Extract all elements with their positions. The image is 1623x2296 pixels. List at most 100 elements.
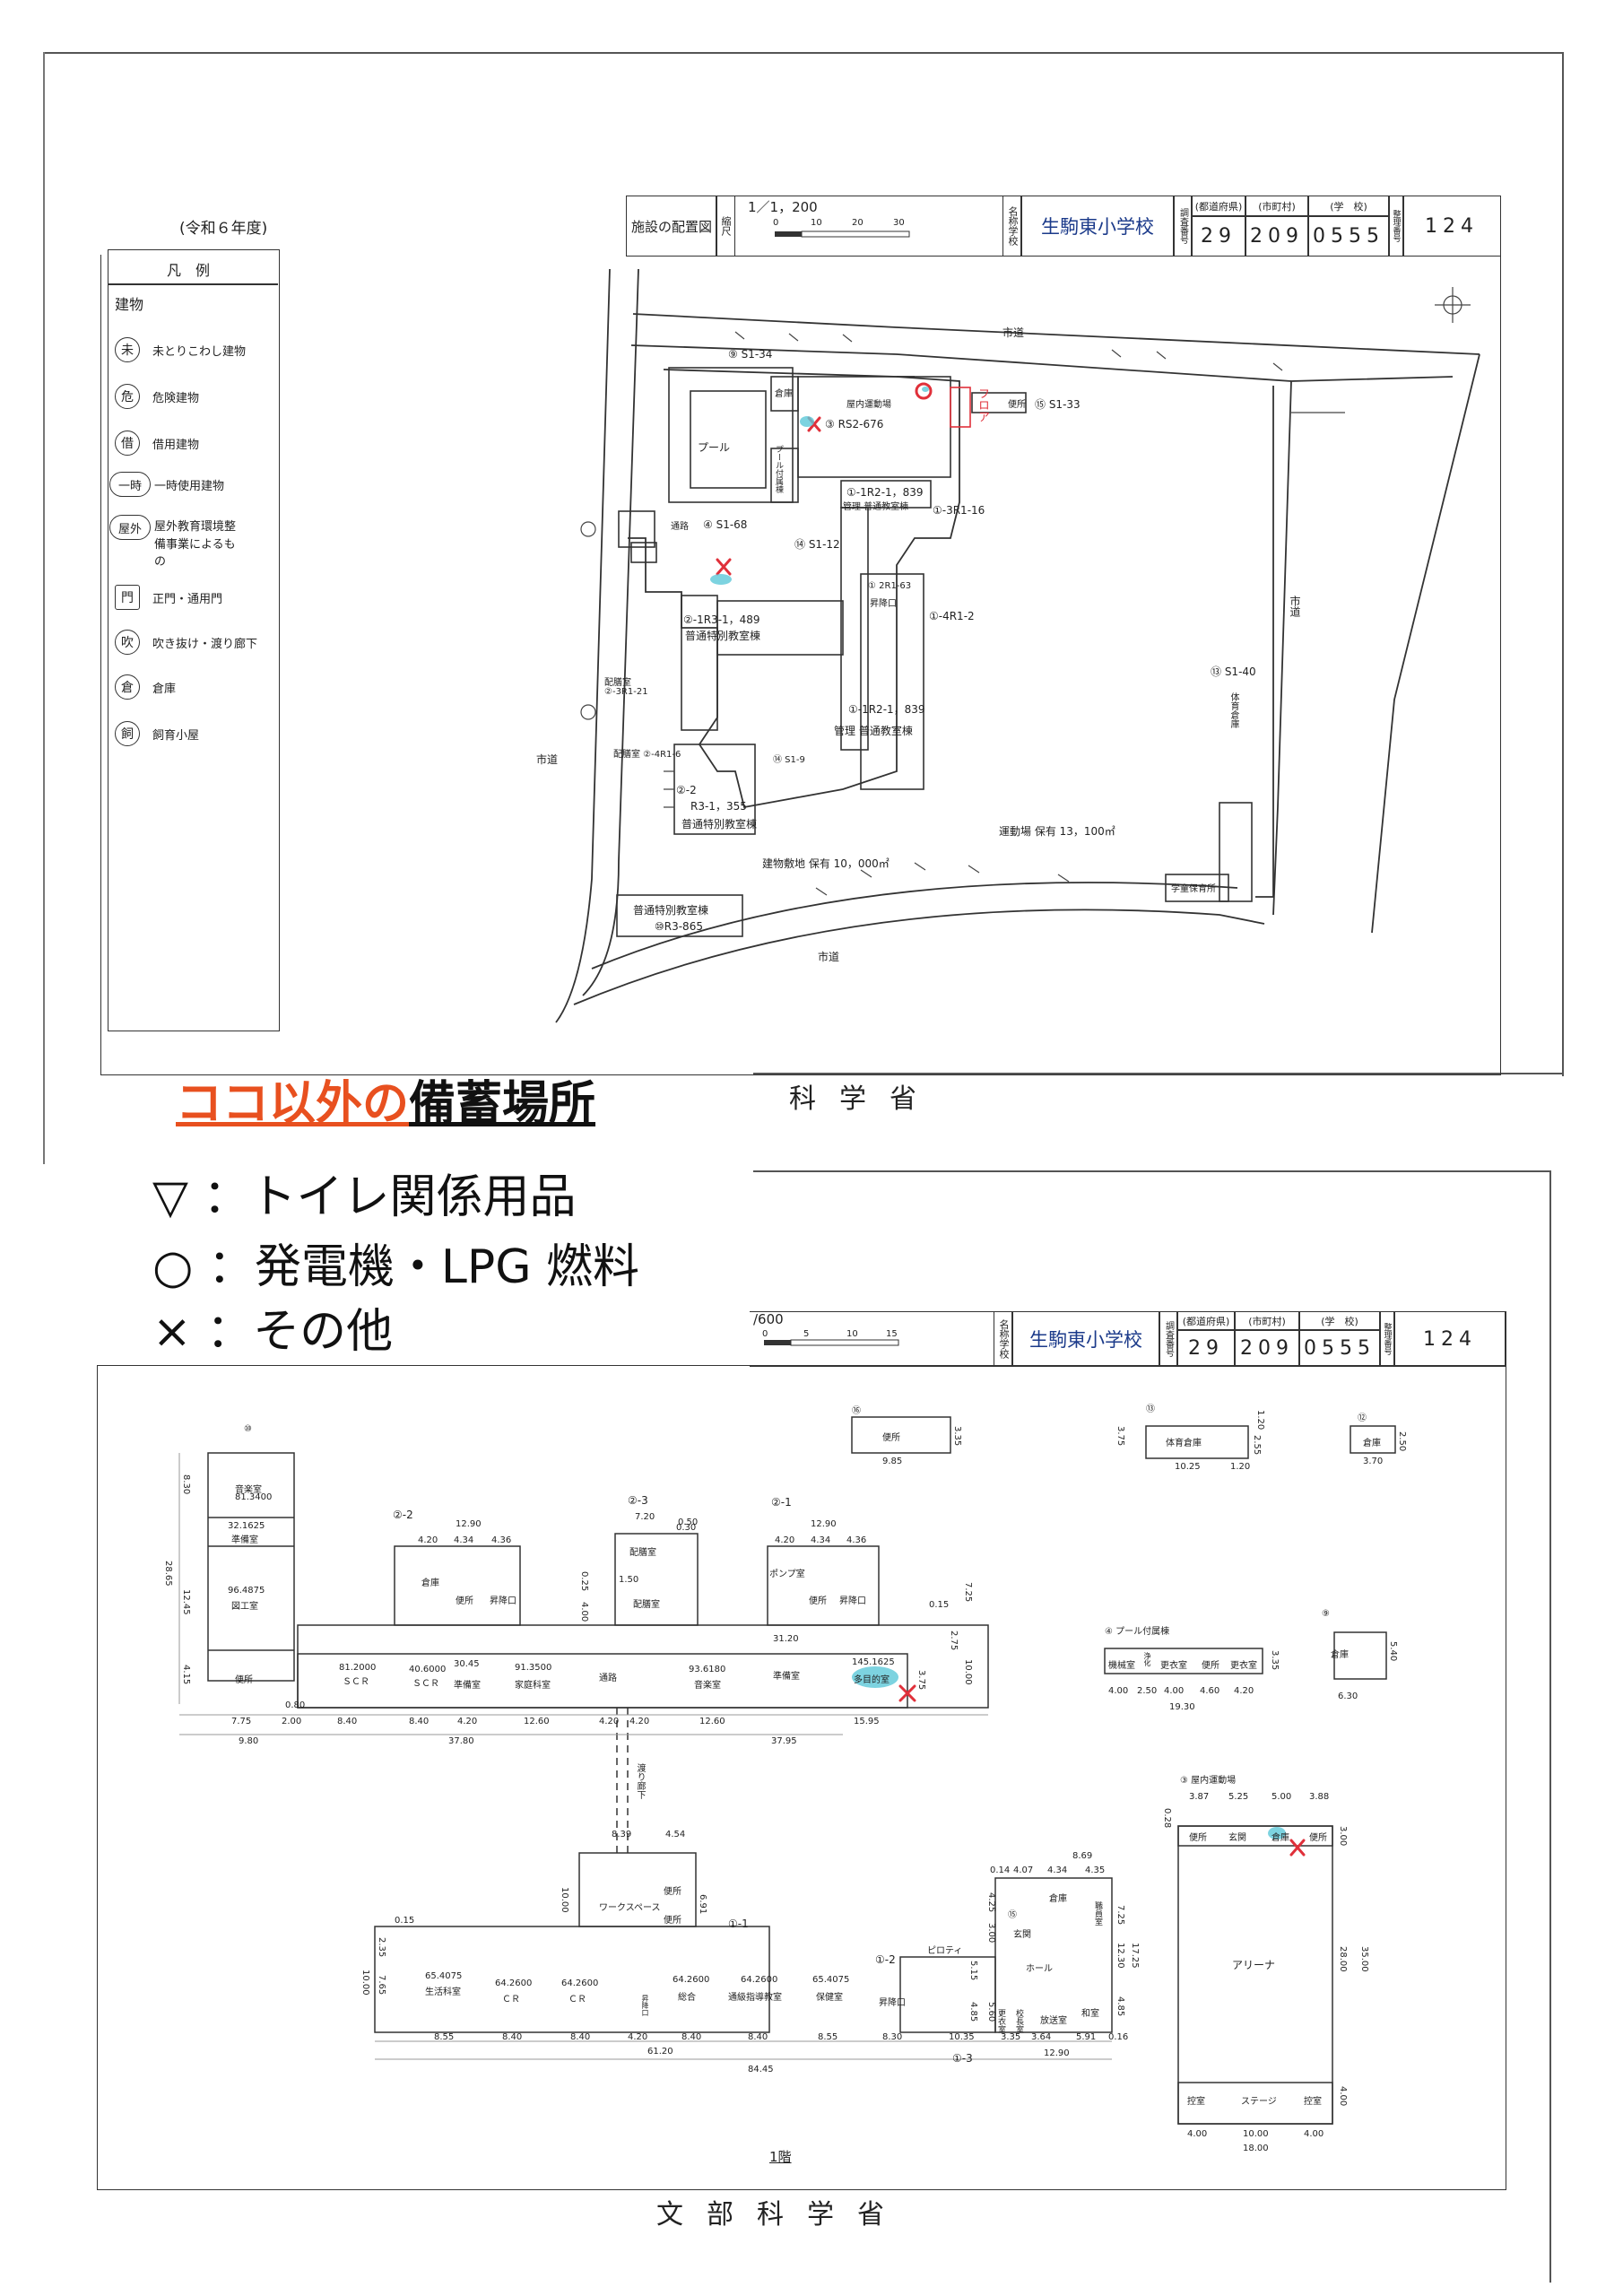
building-code: ⑯ bbox=[852, 1406, 861, 1416]
building-code: ①-4R1-2 bbox=[929, 610, 975, 622]
room-label: ＳＣＲ bbox=[412, 1679, 439, 1689]
childcare-label: 学童保育所 bbox=[1171, 884, 1216, 894]
room-area: 96.4875 bbox=[228, 1586, 265, 1596]
city-code: 209 bbox=[1234, 1329, 1300, 1367]
room-label: 通級指導教室 bbox=[728, 1993, 782, 2003]
scale-tick: 5 bbox=[803, 1329, 810, 1339]
dimension-total: 19.30 bbox=[1169, 1702, 1195, 1712]
dimension: 7.20 bbox=[635, 1512, 655, 1522]
dimension: 12.90 bbox=[456, 1519, 482, 1529]
school-header: (学 校) bbox=[1298, 1311, 1381, 1331]
room-area: 81.2000 bbox=[339, 1663, 377, 1673]
dimension-total: 84.45 bbox=[748, 2065, 774, 2074]
building-code: ⑬ S1-40 bbox=[1211, 665, 1256, 678]
room-label: 昇降口 bbox=[641, 1995, 649, 2016]
arena-label: アリーナ bbox=[1232, 1959, 1276, 1971]
dimension: 0.15 bbox=[929, 1600, 950, 1610]
building-code: ②-1 bbox=[771, 1496, 792, 1509]
room-area: 65.4075 bbox=[812, 1975, 850, 1985]
legend-section: 建物 bbox=[115, 296, 144, 313]
room-area: 64.2600 bbox=[495, 1979, 533, 1988]
building-code: ⑮ bbox=[1008, 1910, 1017, 1920]
dimension: 3.35 bbox=[1001, 2032, 1021, 2042]
dimension: 3.35 bbox=[952, 1426, 962, 1447]
dimension: 10.00 bbox=[1243, 2129, 1269, 2139]
dimension: 0.50 bbox=[678, 1518, 699, 1527]
dimension: 0.16 bbox=[1108, 2032, 1129, 2042]
room-label: 通路 bbox=[599, 1674, 617, 1683]
building-code: ②-3 bbox=[628, 1494, 648, 1507]
dimension-total: 37.95 bbox=[771, 1736, 797, 1746]
building-code: ④ プール付属棟 bbox=[1105, 1627, 1170, 1637]
title-colored: ココ以外の bbox=[176, 1077, 410, 1131]
dimension: 4.20 bbox=[418, 1535, 438, 1545]
room-area: 93.6180 bbox=[689, 1665, 726, 1674]
legend-symbol: 吹 bbox=[115, 630, 140, 655]
dimension: 0.30 bbox=[676, 1523, 697, 1533]
city-header: (市町村) bbox=[1245, 196, 1309, 217]
codes-label: 調査番号 bbox=[1159, 1311, 1178, 1367]
building-code: ④ S1-68 bbox=[703, 518, 748, 531]
room-label: 総合 bbox=[678, 1993, 696, 2003]
dimension: 4.00 bbox=[1108, 1686, 1129, 1696]
passage-label: 通路 bbox=[671, 522, 689, 532]
dimension: 7.65 bbox=[377, 1975, 386, 1996]
legend-item: 危危険建物 bbox=[115, 384, 199, 409]
corridor-label: 渡り廊下 bbox=[635, 1763, 645, 1799]
room-label: 生活科室 bbox=[425, 1987, 461, 1997]
room-label: 便所 bbox=[1309, 1833, 1327, 1843]
page-label: 整理番号 bbox=[1388, 196, 1404, 257]
room-area: 32.1625 bbox=[228, 1521, 265, 1531]
school-header: (学 校) bbox=[1307, 196, 1390, 217]
dimension: 3.88 bbox=[1309, 1792, 1330, 1802]
dimension: 12.60 bbox=[699, 1717, 725, 1726]
dimension: 4.34 bbox=[454, 1535, 474, 1545]
legend-text: 一時使用建物 bbox=[154, 480, 225, 493]
note-generator: ○ ：発電機・LPG 燃料 bbox=[152, 1240, 640, 1294]
legend-title: 凡 例 bbox=[167, 262, 211, 279]
building-code: ②-3R1-21 bbox=[604, 687, 648, 697]
room-label: 控室 bbox=[1304, 2097, 1322, 2107]
room-label: 倉庫 bbox=[1363, 1439, 1381, 1448]
dimension: 31.20 bbox=[773, 1634, 799, 1644]
scale-bar bbox=[764, 1339, 899, 1346]
school-label: 名称学校 bbox=[994, 1311, 1013, 1367]
dimension: 1.50 bbox=[619, 1575, 639, 1585]
legend-item: 未未とりこわし建物 bbox=[115, 337, 246, 362]
dimension: 4.00 bbox=[1338, 2086, 1348, 2107]
dimension: 8.30 bbox=[181, 1474, 191, 1495]
school-label: 名称学校 bbox=[1002, 196, 1022, 257]
room-label: 昇降口 bbox=[839, 1596, 866, 1606]
dimension: 1.20 bbox=[1255, 1410, 1265, 1431]
dimension: 3.87 bbox=[1189, 1792, 1210, 1802]
dimension: 8.30 bbox=[882, 2032, 903, 2042]
dimension: 4.34 bbox=[1047, 1866, 1068, 1875]
dimension: 2.35 bbox=[377, 1937, 386, 1958]
legend-text: 飼育小屋 bbox=[152, 729, 200, 743]
ministry-top: 科学省 bbox=[789, 1083, 940, 1115]
school-name: 生駒東小学校 bbox=[1011, 1311, 1160, 1367]
building-code: ③ 屋内運動場 bbox=[1180, 1776, 1237, 1786]
room-label: 昇降口 bbox=[490, 1596, 516, 1606]
scale-tick: 0 bbox=[762, 1329, 768, 1339]
building-code: ⑭ S1-9 bbox=[773, 755, 805, 765]
room-label: 図工室 bbox=[231, 1602, 258, 1612]
dimension: 2.55 bbox=[1252, 1435, 1262, 1456]
dimension: 10.00 bbox=[963, 1659, 973, 1685]
dimension: 10.25 bbox=[1175, 1462, 1201, 1472]
legend-item: 一時一時使用建物 bbox=[109, 472, 224, 497]
dimension: 6.30 bbox=[1338, 1692, 1358, 1701]
legend-text: 屋外教育環境整備事業によるもの bbox=[154, 520, 237, 569]
dimension: 12.90 bbox=[811, 1519, 837, 1529]
dimension: 4.85 bbox=[968, 2002, 978, 2022]
room-area: 64.2600 bbox=[673, 1975, 710, 1985]
dimension: 8.55 bbox=[818, 2032, 838, 2042]
dimension: 2.50 bbox=[1137, 1686, 1158, 1696]
building-code: ①-2 bbox=[875, 1953, 896, 1966]
room-area: 145.1625 bbox=[852, 1657, 895, 1667]
legend-item: 倉倉庫 bbox=[115, 674, 176, 700]
room-label: 音楽室 bbox=[694, 1681, 721, 1691]
legend-divider bbox=[108, 283, 278, 285]
sheet-left-edge bbox=[43, 52, 45, 1164]
dimension: 8.55 bbox=[434, 2032, 455, 2042]
